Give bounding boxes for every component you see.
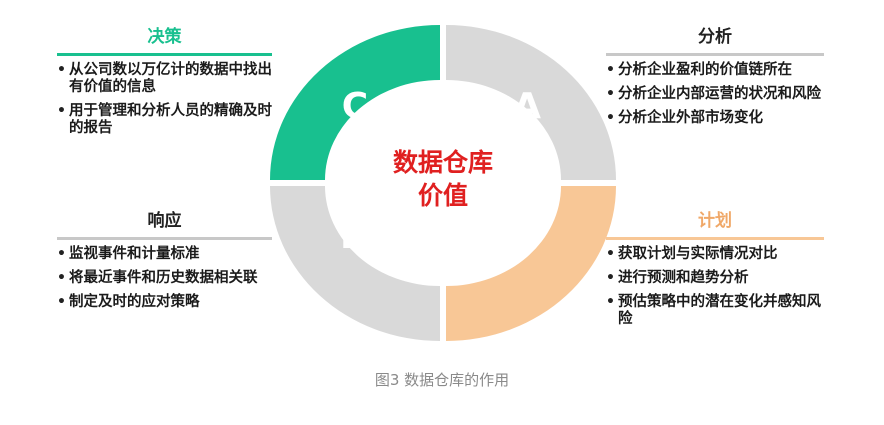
panel-decision-divider: [57, 53, 272, 56]
list-item: 用于管理和分析人员的精确及时的报告: [57, 103, 272, 137]
quadrant-c-segment: [270, 25, 440, 180]
panel-response-list: 监视事件和计量标准 将最近事件和历史数据相关联 制定及时的应对策略: [57, 246, 272, 311]
panel-decision-title: 决策: [147, 27, 182, 47]
panel-analysis-divider: [606, 53, 824, 56]
panel-response-divider: [57, 237, 272, 240]
panel-analysis: 分析 分析企业盈利的价值链所在 分析企业内部运营的状况和风险 分析企业外部市场变…: [606, 27, 824, 134]
panel-decision-list: 从公司数以万亿计的数据中找出有价值的信息 用于管理和分析人员的精确及时的报告: [57, 62, 272, 137]
quadrant-d-segment: [270, 186, 440, 341]
list-item: 从公司数以万亿计的数据中找出有价值的信息: [57, 62, 272, 96]
list-item: 预估策略中的潜在变化并感知风险: [606, 294, 824, 328]
center-title-line2: 价值: [418, 181, 468, 210]
panel-plan-list: 获取计划与实际情况对比 进行预测和趋势分析 预估策略中的潜在变化并感知风险: [606, 246, 824, 328]
panel-analysis-list: 分析企业盈利的价值链所在 分析企业内部运营的状况和风险 分析企业外部市场变化: [606, 62, 824, 127]
list-item: 分析企业盈利的价值链所在: [606, 62, 824, 79]
panel-response: 响应 监视事件和计量标准 将最近事件和历史数据相关联 制定及时的应对策略: [57, 211, 272, 318]
list-item: 获取计划与实际情况对比: [606, 246, 824, 263]
panel-decision: 决策 从公司数以万亿计的数据中找出有价值的信息 用于管理和分析人员的精确及时的报…: [57, 27, 272, 144]
list-item: 分析企业外部市场变化: [606, 110, 824, 127]
quadrant-c-letter: C: [342, 86, 368, 127]
center-title-line1: 数据仓库: [393, 148, 493, 177]
panel-plan: 计划 获取计划与实际情况对比 进行预测和趋势分析 预估策略中的潜在变化并感知风险: [606, 211, 824, 335]
quadrant-a-segment: [446, 25, 616, 180]
quadrant-p-segment: [446, 186, 616, 341]
list-item: 将最近事件和历史数据相关联: [57, 270, 272, 287]
panel-plan-divider: [606, 237, 824, 240]
list-item: 分析企业内部运营的状况和风险: [606, 86, 824, 103]
panel-plan-title: 计划: [698, 211, 732, 231]
list-item: 监视事件和计量标准: [57, 246, 272, 263]
panel-response-title: 响应: [147, 211, 182, 231]
panel-analysis-title: 分析: [698, 27, 732, 47]
figure-caption: 图3 数据仓库的作用: [374, 371, 510, 389]
list-item: 进行预测和趋势分析: [606, 270, 824, 287]
list-item: 制定及时的应对策略: [57, 294, 272, 311]
center-ellipse: [335, 91, 551, 275]
